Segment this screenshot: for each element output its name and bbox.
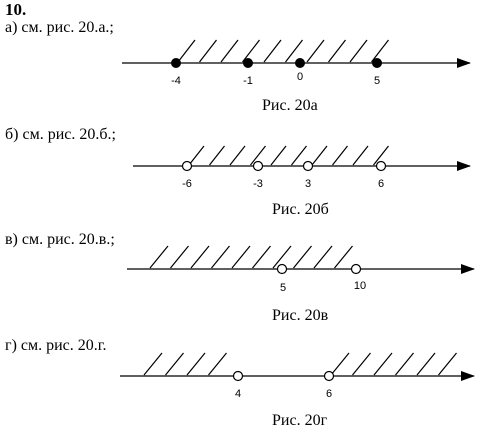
- point-b-3: [302, 160, 314, 172]
- tick-label-c-1: 5: [280, 282, 286, 294]
- hatch-c-stroke-6: [272, 245, 292, 269]
- hatch-a-stroke-0: [177, 39, 196, 63]
- hatch-d-stroke-1: [165, 352, 184, 376]
- hatch-d: [143, 352, 457, 376]
- point-c-2: [350, 263, 362, 275]
- hatch-c-stroke-5: [252, 245, 271, 269]
- hatch-d-stroke-3: [208, 352, 227, 376]
- hatch-c: [149, 245, 353, 269]
- hatch-a-stroke-5: [285, 39, 303, 63]
- tick-label-a-3: 0: [297, 71, 303, 83]
- part-d-caption: Рис. 20г: [272, 412, 328, 429]
- hatch-a-stroke-8: [349, 39, 368, 63]
- point-a-1: [171, 58, 181, 68]
- tick-label-b-1: -6: [182, 178, 192, 190]
- hatch-b-stroke-3: [250, 145, 266, 166]
- part-c-label: в) см. рис. 20.в.;: [5, 231, 115, 248]
- part-b-label: б) см. рис. 20.б.;: [5, 126, 116, 143]
- problem-number: 10.: [5, 0, 27, 19]
- hatch-b-stroke-0: [188, 145, 205, 166]
- hatch-c-stroke-8: [313, 245, 333, 269]
- part-d-label: г) см. рис. 20.г.: [5, 337, 107, 354]
- tick-label-c-2: 10: [354, 280, 366, 292]
- number-line-c: 5 10: [127, 245, 475, 294]
- tick-label-d-2: 6: [326, 388, 332, 400]
- hatch-d-stroke-1: [352, 352, 371, 376]
- hatch-b: [188, 145, 389, 166]
- hatch-a-stroke-2: [220, 39, 239, 63]
- hatch-c-stroke-7: [293, 245, 312, 269]
- hatch-c-stroke-4: [231, 245, 251, 269]
- tick-label-b-4: 6: [378, 178, 384, 190]
- hatch-b-stroke-4: [270, 145, 287, 166]
- tick-label-a-4: 5: [374, 75, 380, 87]
- hatch-a-stroke-6: [306, 39, 325, 63]
- tick-label-a-2: -1: [243, 75, 253, 87]
- hatch-b-stroke-8: [352, 145, 369, 166]
- number-line-a: -4 -1 0 5: [122, 39, 471, 87]
- hatch-d-stroke-2: [186, 352, 206, 376]
- part-c-caption: Рис. 20в: [272, 307, 329, 324]
- part-a-label: а) см. рис. 20.а.;: [5, 19, 114, 36]
- hatch-a-stroke-9: [371, 39, 389, 63]
- hatch-d-stroke-0: [143, 352, 163, 376]
- hatch-c-stroke-0: [149, 245, 169, 269]
- tick-label-b-3: 3: [305, 178, 311, 190]
- hatch-b-stroke-5: [291, 145, 307, 166]
- point-d-1: [232, 370, 244, 382]
- point-b-4: [375, 160, 387, 172]
- hatch-c-stroke-1: [170, 245, 189, 269]
- point-b-1: [181, 160, 193, 172]
- point-d-2: [323, 370, 335, 382]
- hatch-d-stroke-2: [373, 352, 393, 376]
- hatch-c-stroke-3: [211, 245, 230, 269]
- part-a-caption: Рис. 20а: [262, 97, 318, 114]
- point-a-2: [243, 58, 253, 68]
- point-c-1: [276, 263, 288, 275]
- hatch-a: [177, 39, 389, 63]
- hatch-c-stroke-2: [190, 245, 210, 269]
- tick-label-b-2: -3: [253, 178, 263, 190]
- tick-label-d-1: 4: [235, 388, 241, 400]
- number-line-d: 4 6: [120, 352, 475, 400]
- point-b-2: [252, 160, 264, 172]
- hatch-b-stroke-1: [209, 145, 225, 166]
- hatch-a-stroke-4: [263, 39, 282, 63]
- part-b-caption: Рис. 20б: [272, 201, 329, 218]
- hatch-c-stroke-9: [334, 245, 353, 269]
- point-a-3: [295, 58, 305, 68]
- point-a-4: [372, 58, 382, 68]
- hatch-b-stroke-2: [229, 145, 246, 166]
- hatch-d-stroke-0: [330, 352, 350, 376]
- number-line-b: -6 -3 3 6: [133, 145, 471, 190]
- tick-label-a-1: -4: [171, 75, 181, 87]
- hatch-a-stroke-1: [199, 39, 217, 63]
- hatch-a-stroke-7: [328, 39, 346, 63]
- hatch-d-stroke-5: [438, 352, 457, 376]
- hatch-b-stroke-7: [332, 145, 348, 166]
- hatch-b-stroke-9: [373, 145, 389, 166]
- hatch-d-stroke-3: [395, 352, 414, 376]
- hatch-d-stroke-4: [416, 352, 436, 376]
- hatch-b-stroke-6: [311, 145, 328, 166]
- hatch-a-stroke-3: [242, 39, 260, 63]
